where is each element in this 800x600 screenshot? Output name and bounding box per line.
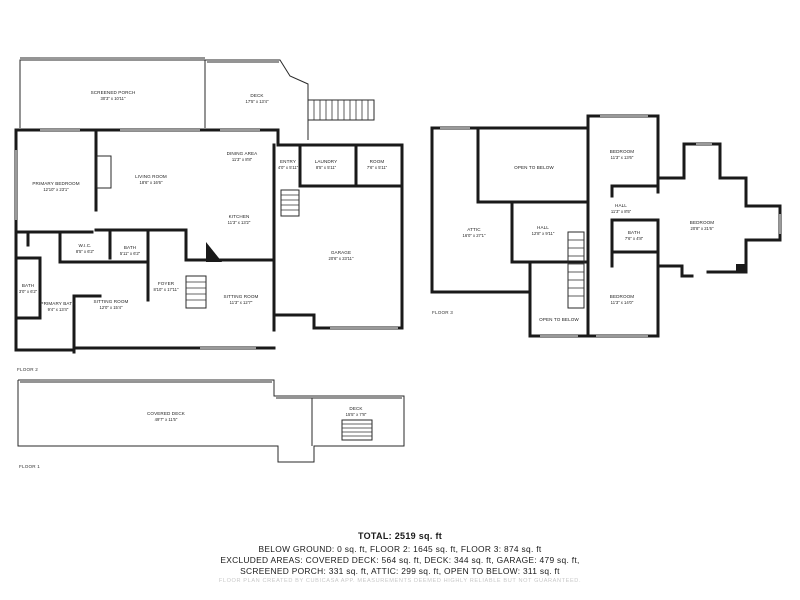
deck-dim: 17'5" x 13'4" (246, 99, 269, 104)
small-bath-dim: 3'0" x 6'2" (19, 289, 38, 294)
bath-dim: 5'11" x 6'2" (120, 251, 141, 256)
garage-name: GARAGE (331, 250, 351, 255)
floor-3-stairs (567, 231, 585, 309)
room-dim: 7'6" x 5'11" (367, 165, 388, 170)
hall-right-dim: 11'3" x 8'5" (611, 209, 632, 214)
floor-3-plan: FLOOR 3 OPEN TO BELOW BEDROOM 11'3" x 13… (430, 114, 782, 338)
foyer-name: FOYER (158, 281, 175, 286)
deck-stairs (307, 99, 375, 121)
bedroom-right-name: BEDROOM (690, 220, 715, 225)
garage-dim: 20'6" x 23'11" (329, 256, 354, 261)
screened-porch-dim: 30'3" x 10'11" (101, 96, 126, 101)
open-to-below-top-name: OPEN TO BELOW (514, 165, 554, 170)
garage-walls (272, 183, 404, 330)
kitchen-name: KITCHEN (229, 214, 250, 219)
sitting-room-right-name: SITTING ROOM (224, 294, 259, 299)
entry-dim: 4'0" x 5'11" (278, 165, 299, 170)
dining-area-name: DINING AREA (227, 151, 259, 156)
fireplace (96, 155, 112, 189)
sitting-room-right-dim: 11'3" x 12'7" (230, 300, 253, 305)
kitchen-dim: 11'3" x 13'2" (228, 220, 251, 225)
total-area: TOTAL: 2519 sq. ft (357, 531, 443, 541)
bath-name: BATH (124, 245, 136, 250)
floor-1-label: FLOOR 1 (19, 464, 40, 469)
primary-bedroom-dim: 12'10" x 23'1" (43, 187, 69, 192)
attic-access-mark (736, 264, 745, 273)
entry-name: ENTRY (280, 159, 296, 164)
foyer-dim: 8'10" x 17'11" (154, 287, 179, 292)
deck-name: DECK (250, 93, 264, 98)
covered-deck-dim: 49'7" x 11'5" (155, 417, 178, 422)
floor-1-outline (17, 379, 405, 463)
bedroom-top-name: BEDROOM (610, 149, 635, 154)
floor-1-deck-stairs (341, 419, 373, 441)
floor-3-walls (430, 114, 782, 338)
utility-block-walls (276, 143, 404, 188)
wic-dim: 8'5" x 6'2" (76, 249, 95, 254)
disclaimer: FLOOR PLAN CREATED BY CUBICASA APP. MEAS… (218, 578, 582, 584)
f1-deck-name: DECK (349, 406, 363, 411)
room-name: ROOM (370, 159, 385, 164)
foyer-stairs (185, 275, 207, 309)
dining-area-dim: 11'3" x 8'8" (232, 157, 253, 162)
hall-center-dim: 12'8" x 9'11" (532, 231, 555, 236)
wic-name: W.I.C. (78, 243, 91, 248)
floor-2-plan: FLOOR 2 SCREENED PORCH 30'3" x 10'11" DE… (14, 57, 404, 372)
attic-name: ATTIC (467, 227, 481, 232)
primary-bath-dim: 9'4" x 13'4" (48, 307, 69, 312)
hall-right-name: HALL (615, 203, 627, 208)
floor-2-walls (14, 128, 280, 354)
attic-dim: 16'0" x 27'1" (463, 233, 486, 238)
screened-porch-outline (19, 57, 206, 128)
living-room-dim: 18'6" x 16'6" (140, 180, 163, 185)
kitchen-counter-mark (206, 242, 222, 262)
bedroom-bottom-name: BEDROOM (610, 294, 635, 299)
laundry-dim: 8'5" x 5'11" (316, 165, 337, 170)
bedroom-top-dim: 11'3" x 13'6" (611, 155, 634, 160)
excluded-areas-continued: SCREENED PORCH: 331 sq. ft, ATTIC: 299 s… (240, 566, 560, 576)
area-breakdown: BELOW GROUND: 0 sq. ft, FLOOR 2: 1645 sq… (258, 544, 542, 554)
sitting-room-left-dim: 12'0" x 15'4" (100, 305, 123, 310)
f3-bath-name: BATH (628, 230, 640, 235)
floor-3-windows (440, 115, 781, 337)
sitting-room-left-name: SITTING ROOM (94, 299, 129, 304)
excluded-areas: EXCLUDED AREAS: COVERED DECK: 564 sq. ft… (220, 555, 580, 565)
open-to-below-bottom-name: OPEN TO BELOW (539, 317, 579, 322)
floor-3-label: FLOOR 3 (432, 310, 453, 315)
screened-porch-name: SCREENED PORCH (91, 90, 136, 95)
hall-center-name: HALL (537, 225, 549, 230)
floor-2-label: FLOOR 2 (17, 367, 38, 372)
floor-2-windows (15, 129, 260, 349)
laundry-name: LAUNDRY (315, 159, 338, 164)
primary-bedroom-name: PRIMARY BEDROOM (32, 181, 79, 186)
f1-deck-dim: 15'5" x 7'8" (346, 412, 367, 417)
f3-bath-dim: 7'6" x 4'8" (625, 236, 644, 241)
entry-stairs (280, 189, 300, 217)
bedroom-bottom-dim: 11'3" x 14'0" (611, 300, 634, 305)
covered-deck-name: COVERED DECK (147, 411, 186, 416)
bedroom-right-dim: 20'8" x 21'6" (691, 226, 714, 231)
small-bath-name: BATH (22, 283, 34, 288)
floor-1-plan: FLOOR 1 COVERED DECK 49'7" x 11'5" DECK … (17, 379, 405, 469)
living-room-name: LIVING ROOM (135, 174, 167, 179)
primary-bath-name: PRIMARY BATH (40, 301, 75, 306)
